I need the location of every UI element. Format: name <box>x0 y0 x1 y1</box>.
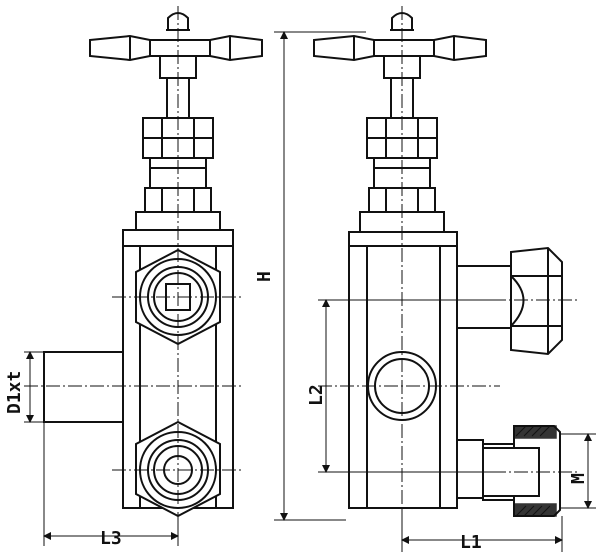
dimension-l1-label: L1 <box>460 532 482 553</box>
dimension-l2-label: L2 <box>306 384 327 406</box>
dimension-h-label: H <box>254 271 275 282</box>
dimension-h <box>274 31 366 521</box>
dimension-l3-label: L3 <box>100 528 122 549</box>
front-view <box>24 6 263 530</box>
dimension-m <box>560 433 596 509</box>
dimension-d1xt <box>24 351 52 423</box>
dimension-m-label: M <box>568 473 589 484</box>
dimension-l2 <box>318 299 500 473</box>
dimension-d1xt-label: D1xt <box>4 371 25 414</box>
side-view <box>313 6 578 532</box>
dimension-l1 <box>401 508 563 552</box>
dimension-l3 <box>43 422 179 546</box>
